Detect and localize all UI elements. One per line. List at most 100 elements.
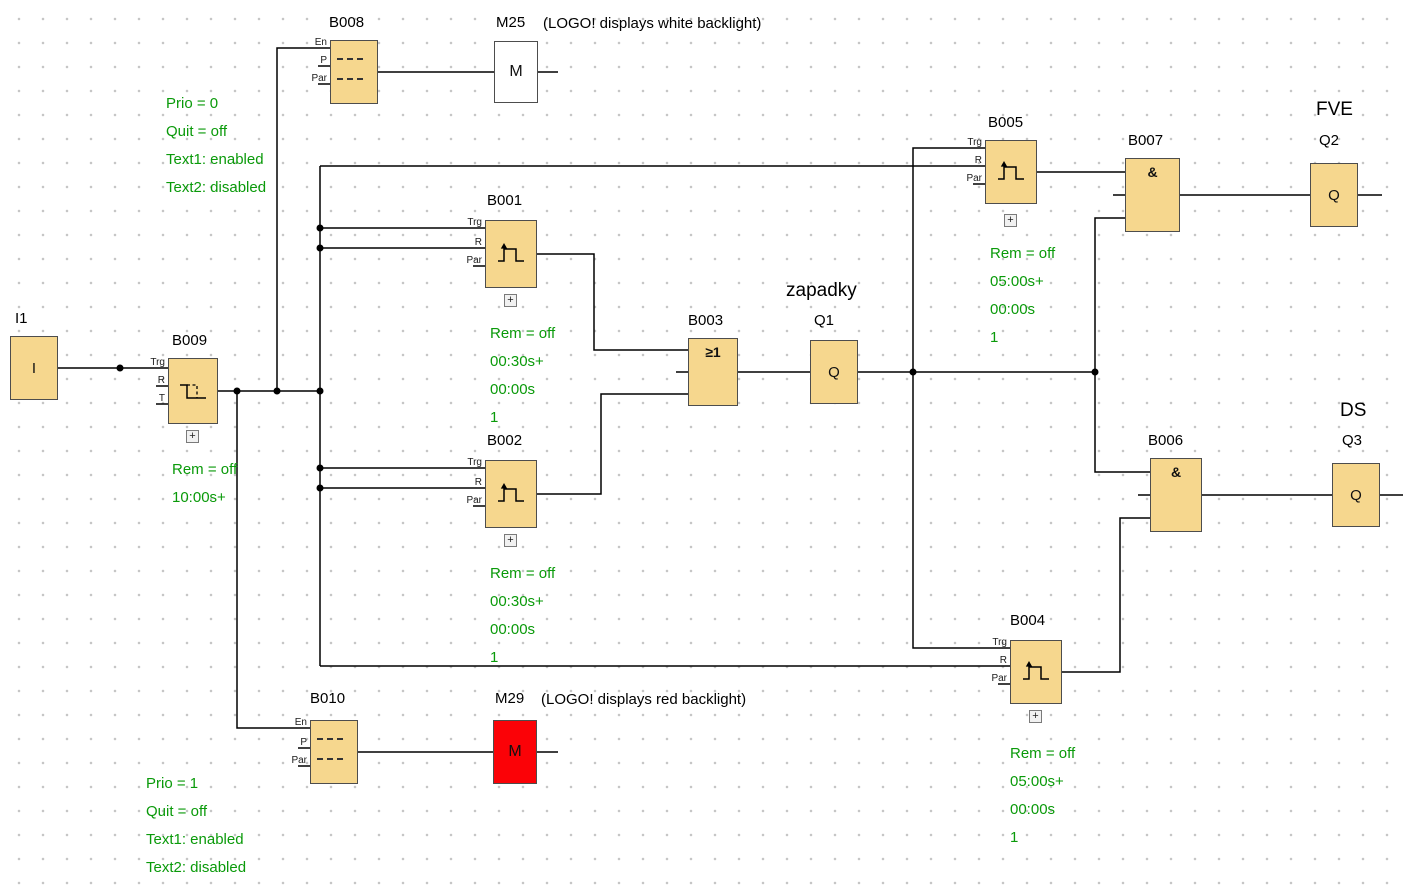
output-symbol: Q — [828, 363, 840, 381]
junction-dots — [116, 224, 1099, 492]
expander-b002[interactable]: + — [504, 534, 517, 547]
param-line: 1 — [990, 329, 999, 346]
expander-b009[interactable]: + — [186, 430, 199, 443]
input-block-i1[interactable]: I — [10, 336, 58, 400]
port-stubs — [156, 65, 1150, 767]
param-line: 00:00s — [490, 381, 536, 398]
param-text-b001: Rem = off 00:30s+ 00:00s 1 — [490, 320, 555, 432]
block-label-b010: B010 — [310, 690, 346, 707]
param-line: 00:00s — [990, 301, 1036, 318]
block-label-q2: Q2 — [1319, 132, 1340, 149]
expander-b005[interactable]: + — [1004, 214, 1017, 227]
annotation-line: Prio = 1 — [146, 775, 199, 792]
timer-block-b005[interactable] — [985, 140, 1037, 204]
annotation-line: Text1: enabled — [166, 151, 264, 168]
timer-block-b002[interactable] — [485, 460, 537, 528]
param-line: 1 — [1010, 829, 1019, 846]
block-label-m29: M29 — [495, 690, 525, 707]
port-label-par: Par — [311, 73, 327, 84]
param-line: 00:30s+ — [490, 593, 544, 610]
param-line: Rem = off — [990, 245, 1056, 262]
output-tag-fve: FVE — [1316, 99, 1353, 120]
or-gate-block-b003[interactable]: ≥1 — [688, 338, 738, 406]
param-line: Rem = off — [490, 565, 556, 582]
output-symbol: Q — [1350, 486, 1362, 504]
block-label-b006: B006 — [1148, 432, 1184, 449]
flag-symbol: M — [509, 63, 523, 80]
annotation-line: Text2: disabled — [146, 859, 247, 876]
port-label-trg: Trg — [467, 217, 482, 228]
port-label-trg: Trg — [992, 637, 1007, 648]
message-text-icon — [337, 58, 363, 60]
param-line: Rem = off — [490, 325, 556, 342]
message-block-b010[interactable] — [310, 720, 358, 784]
pulse-icon — [998, 161, 1024, 180]
output-block-q3[interactable]: Q — [1332, 463, 1380, 527]
pulse-icon — [498, 483, 524, 502]
block-label-b001: B001 — [487, 192, 523, 209]
message-settings-annotation-bottom: Prio = 1 Quit = off Text1: enabled Text2… — [146, 770, 246, 882]
block-caption-m25: (LOGO! displays white backlight) — [543, 15, 762, 32]
message-block-b008[interactable] — [330, 40, 378, 104]
port-label-par: Par — [991, 673, 1007, 684]
port-label-par: Par — [466, 495, 482, 506]
annotation-line: Text2: disabled — [166, 179, 267, 196]
block-label-i1: I1 — [15, 310, 28, 327]
param-text-b005: Rem = off 05:00s+ 00:00s 1 — [990, 240, 1055, 352]
expander-b001[interactable]: + — [504, 294, 517, 307]
port-label-r: R — [157, 375, 165, 386]
annotation-line: Quit = off — [166, 123, 228, 140]
block-label-q1: Q1 — [814, 312, 835, 329]
block-label-b004: B004 — [1010, 612, 1046, 629]
block-label-b005: B005 — [988, 114, 1024, 131]
timer-block-b001[interactable] — [485, 220, 537, 288]
param-line: 00:00s — [490, 621, 536, 638]
param-line: Rem = off — [172, 461, 238, 478]
message-text-icon — [337, 78, 363, 80]
message-text-icon — [317, 758, 343, 760]
param-line: 00:30s+ — [490, 353, 544, 370]
or-gate-symbol: ≥1 — [705, 344, 721, 360]
param-line: 00:00s — [1010, 801, 1056, 818]
block-label-q3: Q3 — [1342, 432, 1363, 449]
pulse-delay-icon — [180, 384, 206, 399]
annotation-line: Quit = off — [146, 803, 208, 820]
and-gate-block-b006[interactable]: & — [1150, 458, 1202, 532]
block-caption-m29: (LOGO! displays red backlight) — [541, 691, 747, 708]
block-label-b008: B008 — [329, 14, 365, 31]
port-label-t: T — [158, 393, 165, 404]
param-line: 1 — [490, 649, 499, 666]
port-label-r: R — [974, 155, 982, 166]
block-label-b003: B003 — [688, 312, 724, 329]
param-line: 1 — [490, 409, 499, 426]
port-label-trg: Trg — [150, 357, 165, 368]
port-label-trg: Trg — [467, 457, 482, 468]
output-symbol: Q — [1328, 186, 1340, 204]
block-label-m25: M25 — [496, 14, 526, 31]
output-block-q2[interactable]: Q — [1310, 163, 1358, 227]
timer-block-b004[interactable] — [1010, 640, 1062, 704]
param-text-b004: Rem = off 05:00s+ 00:00s 1 — [1010, 740, 1075, 852]
block-label-b007: B007 — [1128, 132, 1164, 149]
block-b009[interactable] — [168, 358, 218, 424]
port-label-par: Par — [466, 255, 482, 266]
message-text-icon — [317, 738, 343, 740]
block-label-b009: B009 — [172, 332, 208, 349]
port-label-r: R — [999, 655, 1007, 666]
port-label-r: R — [474, 237, 482, 248]
pulse-icon — [498, 243, 524, 262]
flag-block-m29[interactable]: M — [493, 720, 537, 784]
expander-b004[interactable]: + — [1029, 710, 1042, 723]
output-block-q1[interactable]: Q — [810, 340, 858, 404]
port-label-en: En — [314, 37, 327, 48]
message-settings-annotation-top: Prio = 0 Quit = off Text1: enabled Text2… — [166, 90, 266, 202]
param-line: 05:00s+ — [1010, 773, 1064, 790]
annotation-line: Prio = 0 — [166, 95, 219, 112]
flag-block-m25[interactable]: M — [494, 41, 538, 103]
param-line: 10:00s+ — [172, 489, 226, 506]
signal-wires[interactable] — [58, 47, 1403, 753]
input-symbol: I — [31, 359, 37, 377]
and-gate-block-b007[interactable]: & — [1125, 158, 1180, 232]
